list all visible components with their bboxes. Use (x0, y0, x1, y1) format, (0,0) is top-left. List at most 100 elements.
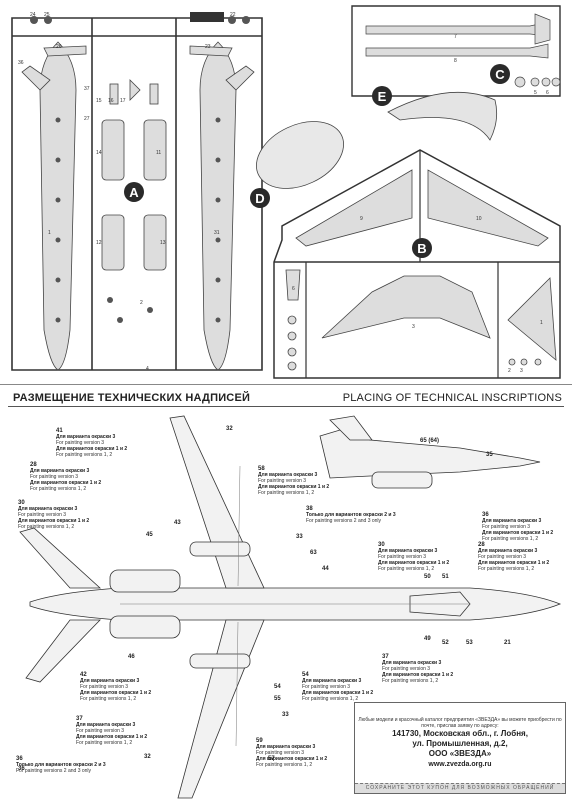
wing-left-part (295, 169, 413, 247)
note-number: 54 (302, 672, 309, 678)
callout-number: 55 (274, 696, 281, 702)
note-en: For painting versions 1, 2 (256, 762, 313, 768)
engine-upper (109, 569, 181, 593)
note-en: For painting versions 1, 2 (378, 566, 435, 572)
note-ru: Для вариантов окраски 1 и 2 (256, 756, 328, 762)
note-ru: Для варианта окраски 3 (76, 722, 136, 728)
note-ru: Для варианта окраски 3 (80, 678, 140, 684)
part-number: 22 (230, 12, 236, 18)
note-number: 42 (80, 672, 87, 678)
part-number: 1 (48, 230, 51, 236)
note-en: For painting version 3 (478, 554, 527, 560)
part-number: 23 (205, 44, 211, 50)
part-number: 12 (96, 240, 102, 246)
note-en: For painting versions 1, 2 (482, 536, 539, 542)
callout-number: 52 (442, 640, 449, 646)
coupon-strip: СОХРАНИТЕ ЭТОТ КУПОН ДЛЯ ВОЗМОЖНЫХ ОБРАЩ… (355, 783, 565, 793)
note-number: 41 (56, 428, 63, 434)
callout-number: 51 (442, 574, 449, 580)
note-en: For painting versions 2 and 3 only (306, 518, 382, 524)
callout-number: 53 (466, 640, 473, 646)
note-en: For painting versions 1, 2 (56, 452, 113, 458)
callout-number: 32 (226, 426, 233, 432)
note-en: For painting versions 1, 2 (382, 678, 439, 684)
part-number: 1 (540, 320, 543, 326)
note-ru: Для варианта окраски 3 (56, 434, 116, 440)
section-separator (0, 384, 572, 385)
part-number: 5 (534, 90, 537, 96)
note-number: 37 (76, 716, 83, 722)
part-number: 26 (56, 44, 62, 50)
note-ru: Только для вариантов окраски 2 и 3 (16, 762, 106, 768)
note-ru: Для варианта окраски 3 (378, 548, 438, 554)
part-number: 36 (18, 60, 24, 66)
part-number: 4 (146, 366, 149, 372)
part-number: 2 (508, 368, 511, 374)
note-en: For painting version 3 (256, 750, 305, 756)
callout-number: 65 (64) (420, 438, 440, 444)
callout-number: 33 (296, 534, 303, 540)
note-number: 30 (378, 542, 385, 548)
part-number: 9 (360, 216, 363, 222)
sprue-diagrams (11, 5, 561, 379)
part-number: 3 (412, 324, 415, 330)
part-number: 3 (520, 368, 523, 374)
part-number: 11 (156, 150, 162, 156)
sprue-letter-e: E (372, 86, 392, 106)
note-number: 37 (382, 654, 389, 660)
aircraft-plan-view (19, 415, 562, 799)
sprue-a-frame (11, 17, 263, 371)
left-stabilizer-upper (19, 527, 102, 589)
note-number: 36 (482, 512, 489, 518)
callout-number: 45 (146, 532, 153, 538)
address-coupon: Любые модели и красочный каталог предпри… (354, 702, 566, 794)
note-ru: Для варианта окраски 3 (302, 678, 362, 684)
note-en: For painting versions 1, 2 (18, 524, 75, 530)
note-ru: Для варианта окраски 3 (256, 744, 316, 750)
stabilizer-part (507, 277, 557, 361)
part-number: 8 (454, 58, 457, 64)
note-number: 28 (478, 542, 485, 548)
sprue-letter-c: C (490, 64, 510, 84)
address-line: ул. Промышленная, д.2, (412, 739, 508, 748)
note-ru: Для варианта окраски 3 (382, 660, 442, 666)
website-link[interactable]: www.zvezda.org.ru (428, 761, 492, 768)
callout-number: 57 (268, 756, 275, 762)
section-title-en: PLACING OF TECHNICAL INSCRIPTIONS (342, 392, 562, 404)
note-en: For painting version 3 (76, 728, 125, 734)
note-ru: Для вариантов окраски 1 и 2 (382, 672, 454, 678)
sprue-letter-a: A (124, 182, 144, 202)
callout-number: 54 (274, 684, 281, 690)
note-ru: Для варианта окраски 3 (18, 506, 78, 512)
part-number: 13 (160, 240, 166, 246)
upper-wing (169, 415, 265, 589)
section-title-ru: РАЗМЕЩЕНИЕ ТЕХНИЧЕСКИХ НАДПИСЕЙ (13, 392, 251, 404)
title-divider (8, 406, 564, 407)
inscription-note: 37 Для варианта окраски 3 For painting ve… (382, 654, 453, 684)
sprue-letter-d: D (250, 188, 270, 208)
callout-number: 21 (504, 640, 511, 646)
callout-number: 44 (322, 566, 329, 572)
callout-number: 32 (144, 754, 151, 760)
note-en: For painting version 3 (80, 684, 129, 690)
callout-number: 63 (310, 550, 317, 556)
callout-number: 35 (486, 452, 493, 458)
left-stabilizer-lower (25, 619, 101, 683)
note-ru: Для вариантов окраски 1 и 2 (80, 690, 152, 696)
address-intro: Любые модели и красочный каталог предпри… (358, 717, 562, 729)
part-number: 14 (96, 150, 102, 156)
note-en: For painting version 3 (482, 524, 531, 530)
note-number: 36 (16, 756, 23, 762)
note-ru: Для варианта окраски 3 (258, 472, 318, 478)
note-en: For painting versions 1, 2 (258, 490, 315, 496)
part-number: 27 (84, 116, 90, 122)
note-en: For painting version 3 (378, 554, 427, 560)
note-ru: Для вариантов окраски 1 и 2 (302, 690, 374, 696)
part-number: 15 (96, 98, 102, 104)
